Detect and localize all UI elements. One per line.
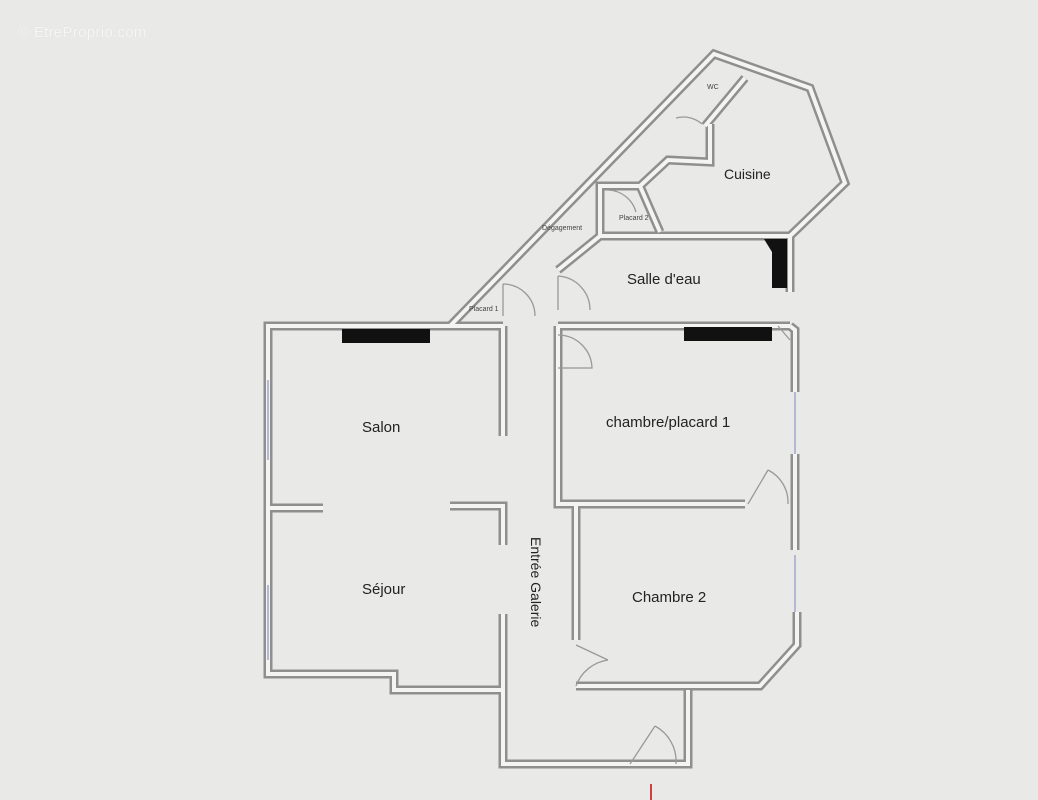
door-wc (675, 116, 703, 125)
door-chambre1 (557, 334, 593, 369)
watermark: © EtreProprio.com (18, 24, 147, 41)
door-placard1 (502, 283, 536, 317)
label-wc: WC (707, 84, 719, 91)
door-chambre1-closet (747, 469, 789, 505)
walls (263, 48, 851, 769)
label-placard2: Placard 2 (619, 215, 649, 222)
radiator-salon (342, 329, 430, 343)
windows (267, 380, 796, 660)
pillars (342, 239, 787, 343)
label-sejour: Séjour (362, 581, 405, 598)
doors (502, 116, 791, 765)
label-degagement: Dégagement (542, 225, 582, 232)
label-entree-galerie: Entrée Galerie (528, 537, 544, 627)
label-cuisine: Cuisine (724, 166, 771, 182)
label-salle-deau: Salle d'eau (627, 271, 701, 288)
door-salle-deau (557, 275, 591, 311)
pillar-salle-deau (764, 239, 787, 288)
label-placard1: Placard 1 (469, 306, 499, 313)
label-chambre-placard1: chambre/placard 1 (606, 414, 730, 431)
label-salon: Salon (362, 419, 400, 436)
label-chambre2: Chambre 2 (632, 589, 706, 606)
door-chambre2 (575, 644, 609, 687)
room-labels: WC Cuisine Placard 2 Dégagement Salle d'… (362, 84, 771, 627)
wall-sejour-partition (450, 501, 508, 545)
wall-chambre2-bottom (576, 612, 802, 691)
door-entry (629, 725, 677, 765)
radiator-chambre1 (684, 327, 772, 341)
door-placard2 (607, 189, 637, 213)
door-cuisine (777, 325, 791, 341)
